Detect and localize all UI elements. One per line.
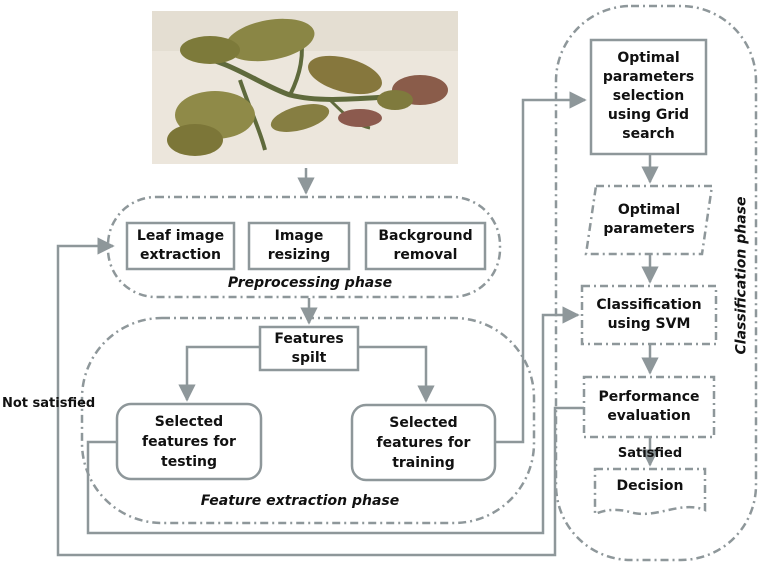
optimal-parameters-line2: parameters [603, 221, 695, 237]
svm-classification-line2: using SVM [607, 316, 691, 332]
leaf-image-extraction-line2: extraction [140, 247, 221, 263]
leaf-image-extraction-label: Leaf image extraction [127, 227, 234, 265]
training-features-line2: features for [376, 435, 471, 451]
training-features-line1: Selected [389, 415, 458, 431]
performance-evaluation-line1: Performance [598, 389, 700, 405]
optimal-parameters-label: Optimal parameters [591, 201, 707, 239]
feature-extraction-phase-label: Feature extraction phase [200, 493, 400, 509]
decision-label: Decision [616, 478, 684, 494]
grid-search-line4: using Grid [607, 107, 690, 123]
arrow-split-to-training [358, 345, 435, 403]
arrow-training-to-grid-search [495, 91, 587, 444]
testing-features-line1: Selected [154, 414, 224, 430]
background-removal-box [364, 221, 487, 271]
features-split-line1: Features [274, 331, 344, 347]
svm-classification-label: Classification using SVM [582, 296, 716, 334]
satisfied-label: Satisfied [617, 446, 683, 461]
leaf-photo [152, 11, 458, 164]
not-satisfied-label: Not satisfied [2, 396, 96, 411]
background-removal-label: Background removal [366, 227, 485, 265]
classification-phase-label: Classification phase [733, 196, 750, 355]
features-split-label: Features spilt [260, 330, 358, 368]
grid-search-box [589, 38, 708, 156]
testing-features-line2: features for [142, 434, 236, 450]
decision-box [593, 467, 707, 516]
preprocessing-phase-label: Preprocessing phase [227, 275, 393, 291]
training-features-label: Selected features for training [352, 413, 495, 473]
performance-evaluation-line2: evaluation [607, 408, 691, 424]
arrow-testing-to-svm [86, 306, 580, 535]
features-split-box [258, 325, 360, 372]
grid-search-label: Optimal parameters selection using Grid … [591, 49, 706, 144]
optimal-parameters-box [584, 184, 714, 256]
grid-search-line5: search [622, 126, 675, 142]
image-resizing-label: Image resizing [249, 227, 349, 265]
image-resizing-box [247, 221, 351, 271]
classification-phase-container [554, 4, 758, 562]
arrow-not-satisfied-feedback [56, 237, 584, 557]
performance-evaluation-label: Performance evaluation [584, 388, 714, 426]
testing-features-label: Selected features for testing [117, 412, 261, 472]
grid-search-line3: selection [612, 88, 685, 104]
svm-classification-box [580, 284, 718, 346]
features-split-line2: spilt [291, 350, 327, 366]
testing-features-line3: testing [161, 454, 217, 470]
background-removal-line1: Background [378, 228, 473, 244]
image-resizing-line2: resizing [267, 247, 331, 263]
optimal-parameters-line1: Optimal [617, 202, 681, 218]
image-resizing-line1: Image [274, 228, 324, 244]
performance-evaluation-box [582, 375, 716, 439]
leaf-image-extraction-line1: Leaf image [136, 228, 225, 244]
grid-search-line2: parameters [602, 69, 695, 85]
background-removal-line2: removal [393, 247, 458, 263]
svm-classification-line1: Classification [596, 297, 702, 313]
leaf-image-extraction-box [125, 221, 236, 271]
grid-search-line1: Optimal [617, 50, 680, 66]
training-features-line3: training [392, 455, 455, 471]
arrow-split-to-testing [178, 345, 260, 402]
